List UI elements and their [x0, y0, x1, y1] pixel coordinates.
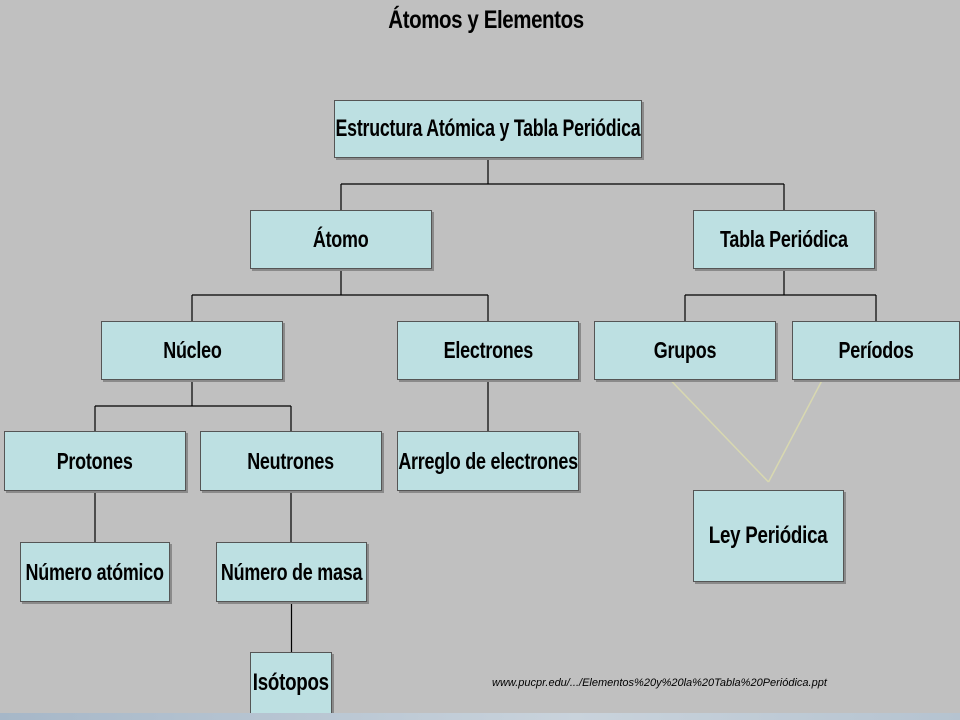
node-label: Neutrones [247, 447, 335, 474]
node-label: Ley Periódica [709, 522, 828, 549]
node-label: Protones [57, 447, 133, 474]
node-label: Átomo [313, 226, 369, 252]
node-numero-de-masa: Número de masa [216, 542, 367, 602]
node-label: Arreglo de electrones [398, 447, 578, 474]
node-neutrones: Neutrones [200, 431, 382, 491]
node-label: Número atómico [25, 558, 165, 585]
converging-connectors [669, 379, 823, 483]
node-label: Tabla Periódica [720, 226, 848, 252]
node-label: Núcleo [162, 337, 222, 363]
converging-connector-line [669, 379, 770, 483]
node-grupos: Grupos [594, 321, 776, 380]
node-label: Isótopos [252, 669, 330, 696]
node-numero-atomico: Número atómico [20, 542, 170, 602]
node-arreglo-de-electrones: Arreglo de electrones [397, 431, 579, 491]
node-label: Grupos [653, 337, 717, 363]
source-url-caption: www.pucpr.edu/.../Elementos%20y%20la%20T… [492, 677, 827, 689]
node-estructura-atomica: Estructura Atómica y Tabla Periódica [334, 100, 642, 158]
node-nucleo: Núcleo [101, 321, 283, 380]
node-ley-periodica: Ley Periódica [693, 490, 844, 582]
node-label: Número de masa [220, 558, 363, 585]
node-electrones: Electrones [397, 321, 579, 380]
node-label: Períodos [838, 337, 914, 363]
diagram-title: Átomos y Elementos [388, 6, 584, 34]
node-label: Estructura Atómica y Tabla Periódica [335, 115, 641, 142]
node-tabla-periodica: Tabla Periódica [693, 210, 875, 269]
node-label: Electrones [443, 337, 533, 363]
node-atomo: Átomo [250, 210, 432, 269]
converging-connector-line [767, 379, 823, 483]
node-isotopos: Isótopos [250, 652, 332, 714]
node-periodos: Períodos [792, 321, 960, 380]
bottom-decorative-strip [0, 713, 960, 720]
tree-connectors [94, 158, 877, 652]
node-protones: Protones [4, 431, 186, 491]
